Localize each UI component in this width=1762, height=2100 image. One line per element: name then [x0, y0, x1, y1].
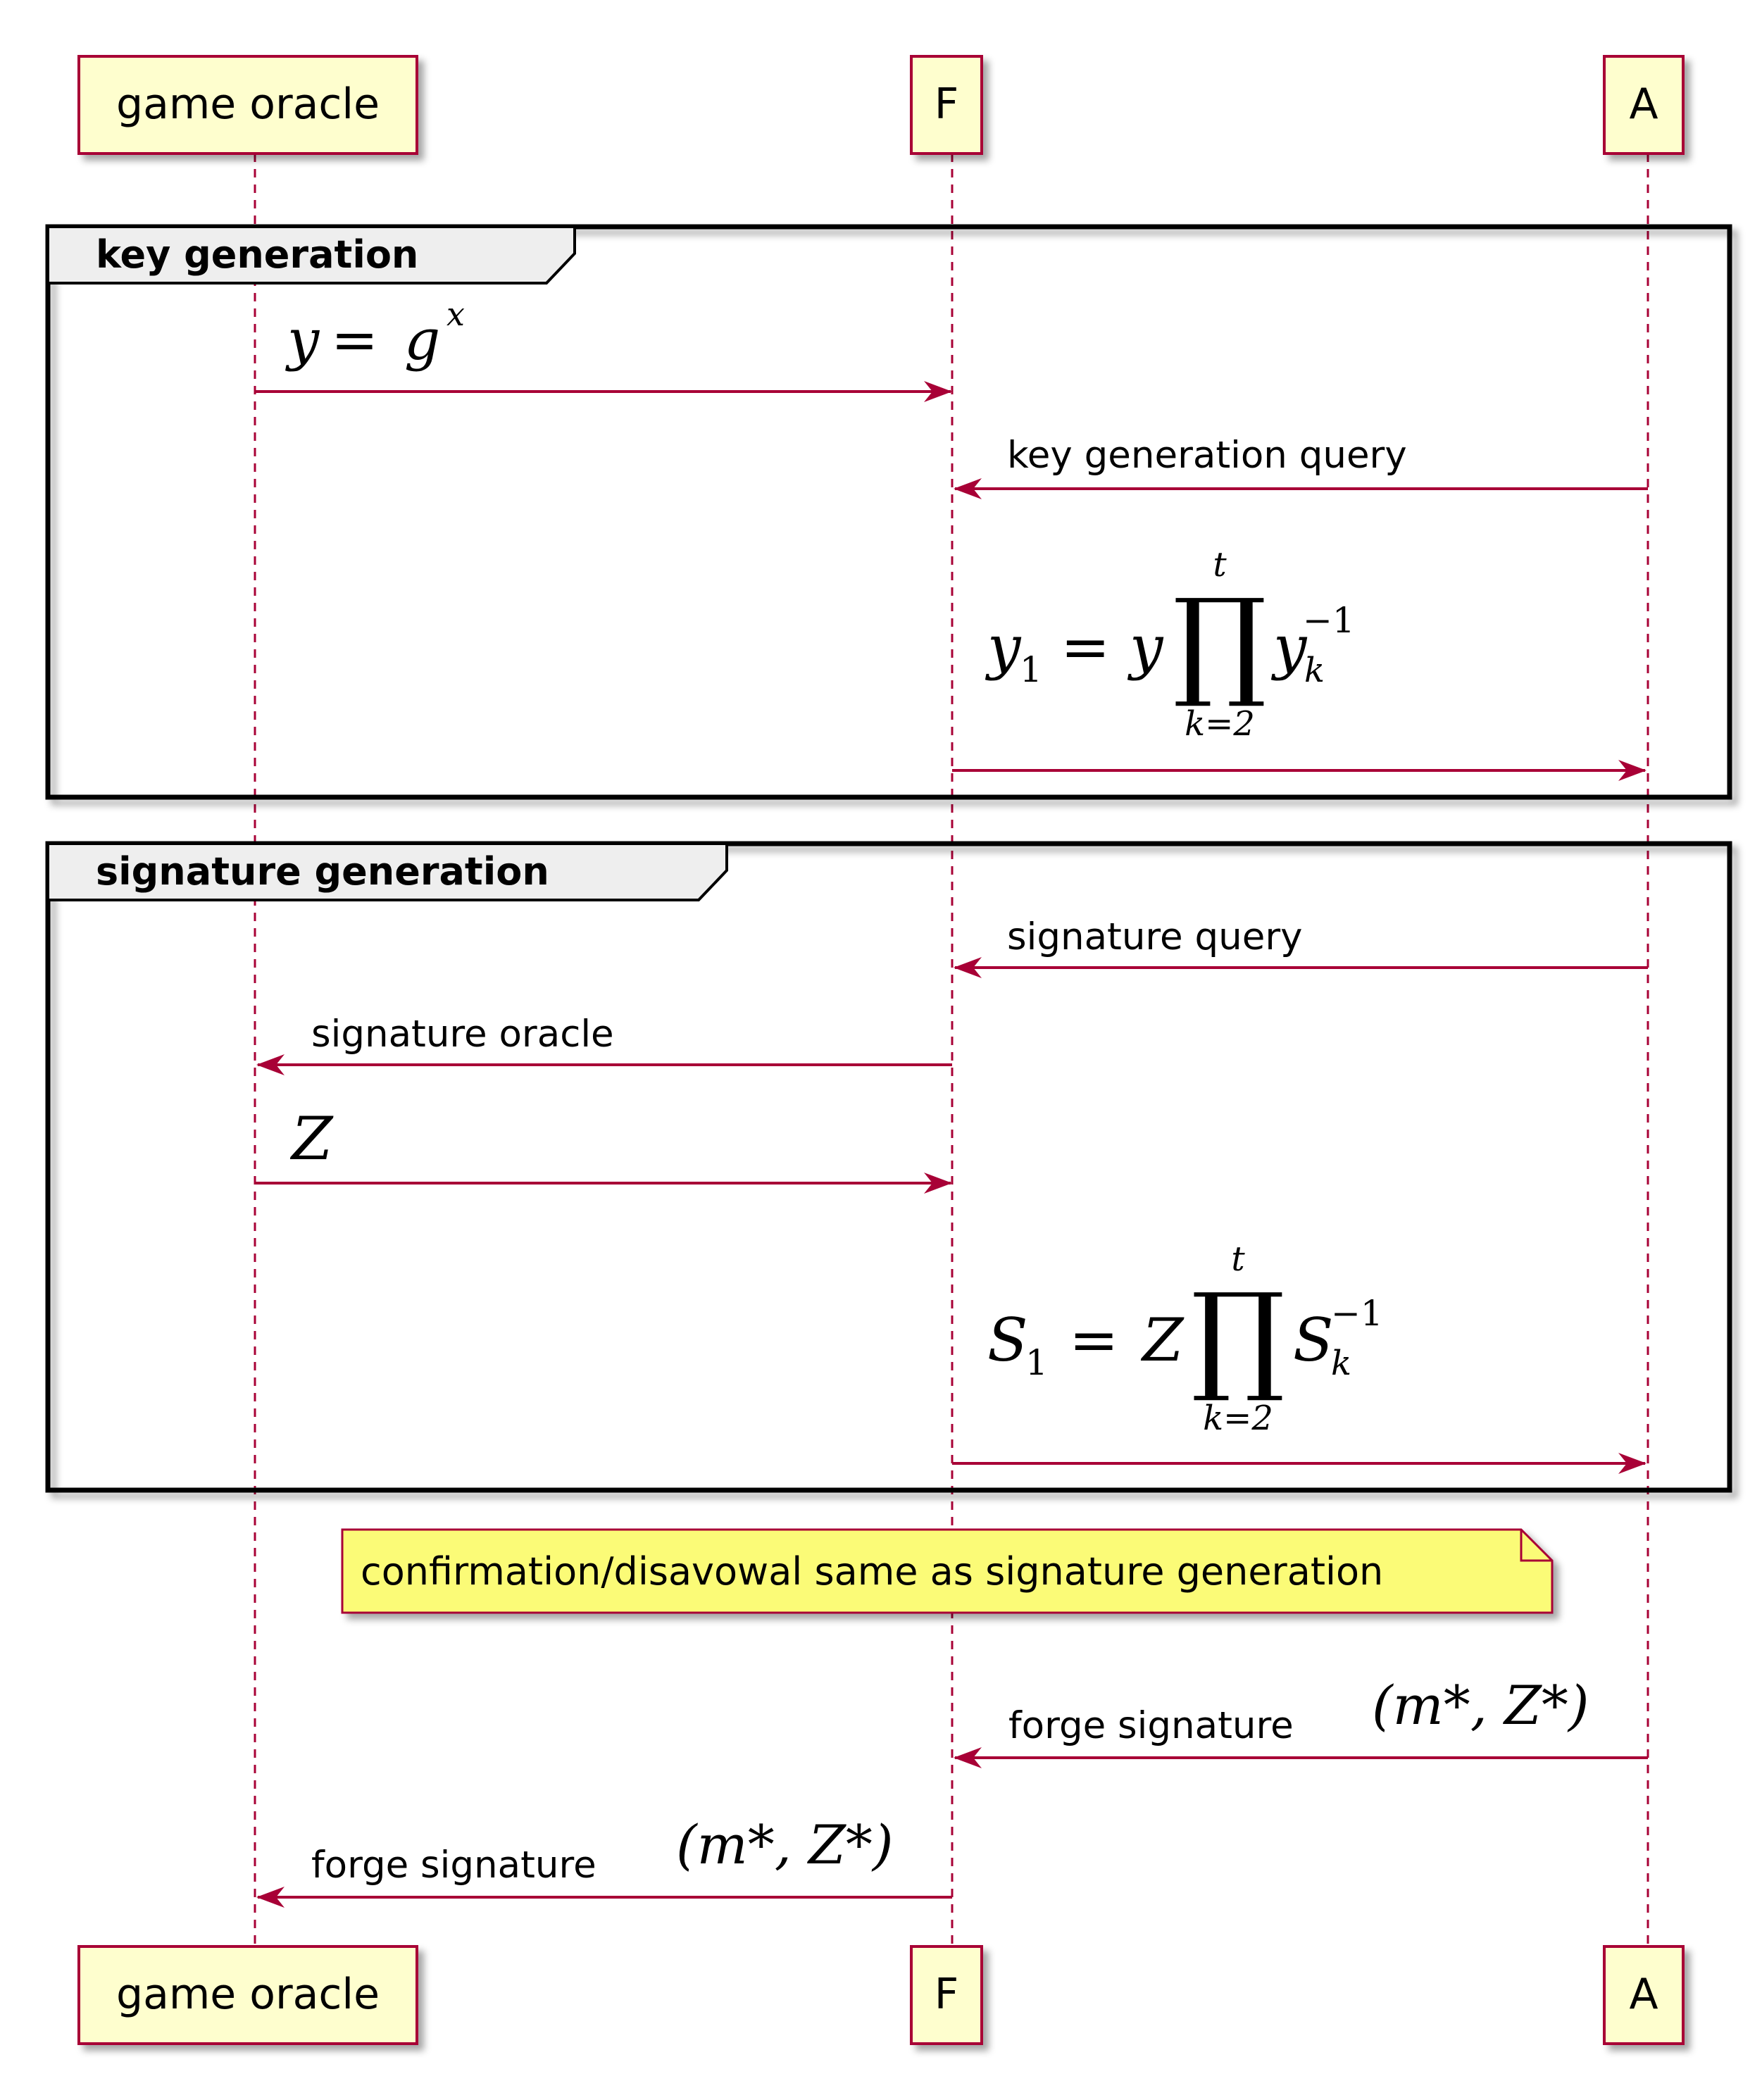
- math-forge: (m*, Z*): [676, 1813, 894, 1876]
- participant-f-top: F: [910, 55, 983, 155]
- math-eq: =: [1061, 613, 1110, 682]
- participant-game-oracle-top: game oracle: [77, 55, 418, 155]
- message-forge-f-to-oracle: forge signature (m*, Z*): [256, 1813, 952, 1908]
- math-prod-top: t: [1213, 545, 1227, 585]
- group-key-generation: [45, 224, 1732, 800]
- group-header-tab: [46, 842, 728, 901]
- message-keygen-y: y = g x: [255, 295, 952, 402]
- math-term-sub: k: [1331, 1344, 1351, 1383]
- math-eq: =: [331, 307, 378, 373]
- group-header-tab: [46, 225, 576, 285]
- message-label: forge signature: [1008, 1704, 1294, 1747]
- math-rhs: y: [1127, 613, 1164, 682]
- math-lhs: y: [285, 307, 320, 373]
- math-prod: ∏: [1173, 573, 1267, 711]
- math-term-sup: −1: [1303, 600, 1355, 641]
- math-lhs-sub: 1: [1020, 649, 1042, 690]
- participant-label: game oracle: [116, 1970, 380, 2019]
- message-keygen-y1: y 1 = y t ∏ k=2 y k −1: [952, 545, 1647, 781]
- message-keygen-query: key generation query: [954, 434, 1648, 499]
- message-label: forge signature: [311, 1844, 596, 1887]
- message-label: signature oracle: [311, 1013, 614, 1056]
- participant-a-bottom: A: [1603, 1945, 1685, 2045]
- math-term-sup: −1: [1331, 1293, 1383, 1334]
- participant-label: F: [935, 80, 959, 129]
- group-title: signature generation: [96, 849, 549, 894]
- message-sig-oracle: signature oracle: [256, 1013, 952, 1075]
- participant-label: A: [1629, 1970, 1658, 2019]
- math-term: y: [1270, 613, 1308, 682]
- group-title: key generation: [96, 232, 418, 277]
- message-label: key generation query: [1007, 434, 1407, 477]
- message-sig-s1: S 1 = Z t ∏ k=2 S k −1: [952, 1239, 1647, 1474]
- participant-label: game oracle: [116, 80, 380, 129]
- math-base: g: [404, 307, 440, 373]
- math-lhs: S: [987, 1306, 1028, 1375]
- note: [341, 1528, 1554, 1614]
- message-sig-z: Z: [255, 1104, 952, 1194]
- note-text: confirmation/disavowal same as signature…: [361, 1549, 1383, 1594]
- message-sig-query: signature query: [954, 915, 1648, 978]
- math-prod-top: t: [1231, 1239, 1245, 1279]
- math-exp: x: [446, 295, 465, 333]
- math-prod-bottom: k=2: [1185, 704, 1255, 744]
- message-label: signature query: [1007, 915, 1303, 958]
- message-forge-a-to-f: forge signature (m*, Z*): [954, 1674, 1648, 1768]
- participant-label: A: [1629, 80, 1658, 129]
- math-term: S: [1293, 1306, 1334, 1375]
- math-z: Z: [289, 1104, 334, 1173]
- math-lhs-sub: 1: [1025, 1342, 1048, 1383]
- math-rhs: Z: [1140, 1306, 1185, 1375]
- math-term-sub: k: [1304, 651, 1325, 690]
- math-forge: (m*, Z*): [1372, 1674, 1589, 1737]
- participant-game-oracle-bottom: game oracle: [77, 1945, 418, 2045]
- math-eq: =: [1069, 1306, 1118, 1375]
- participant-a-top: A: [1603, 55, 1685, 155]
- math-prod-bottom: k=2: [1203, 1399, 1273, 1438]
- participant-f-bottom: F: [910, 1945, 983, 2045]
- math-prod: ∏: [1191, 1268, 1285, 1406]
- group-signature-generation: [45, 841, 1732, 1493]
- participant-label: F: [935, 1970, 959, 2019]
- math-lhs: y: [985, 613, 1022, 682]
